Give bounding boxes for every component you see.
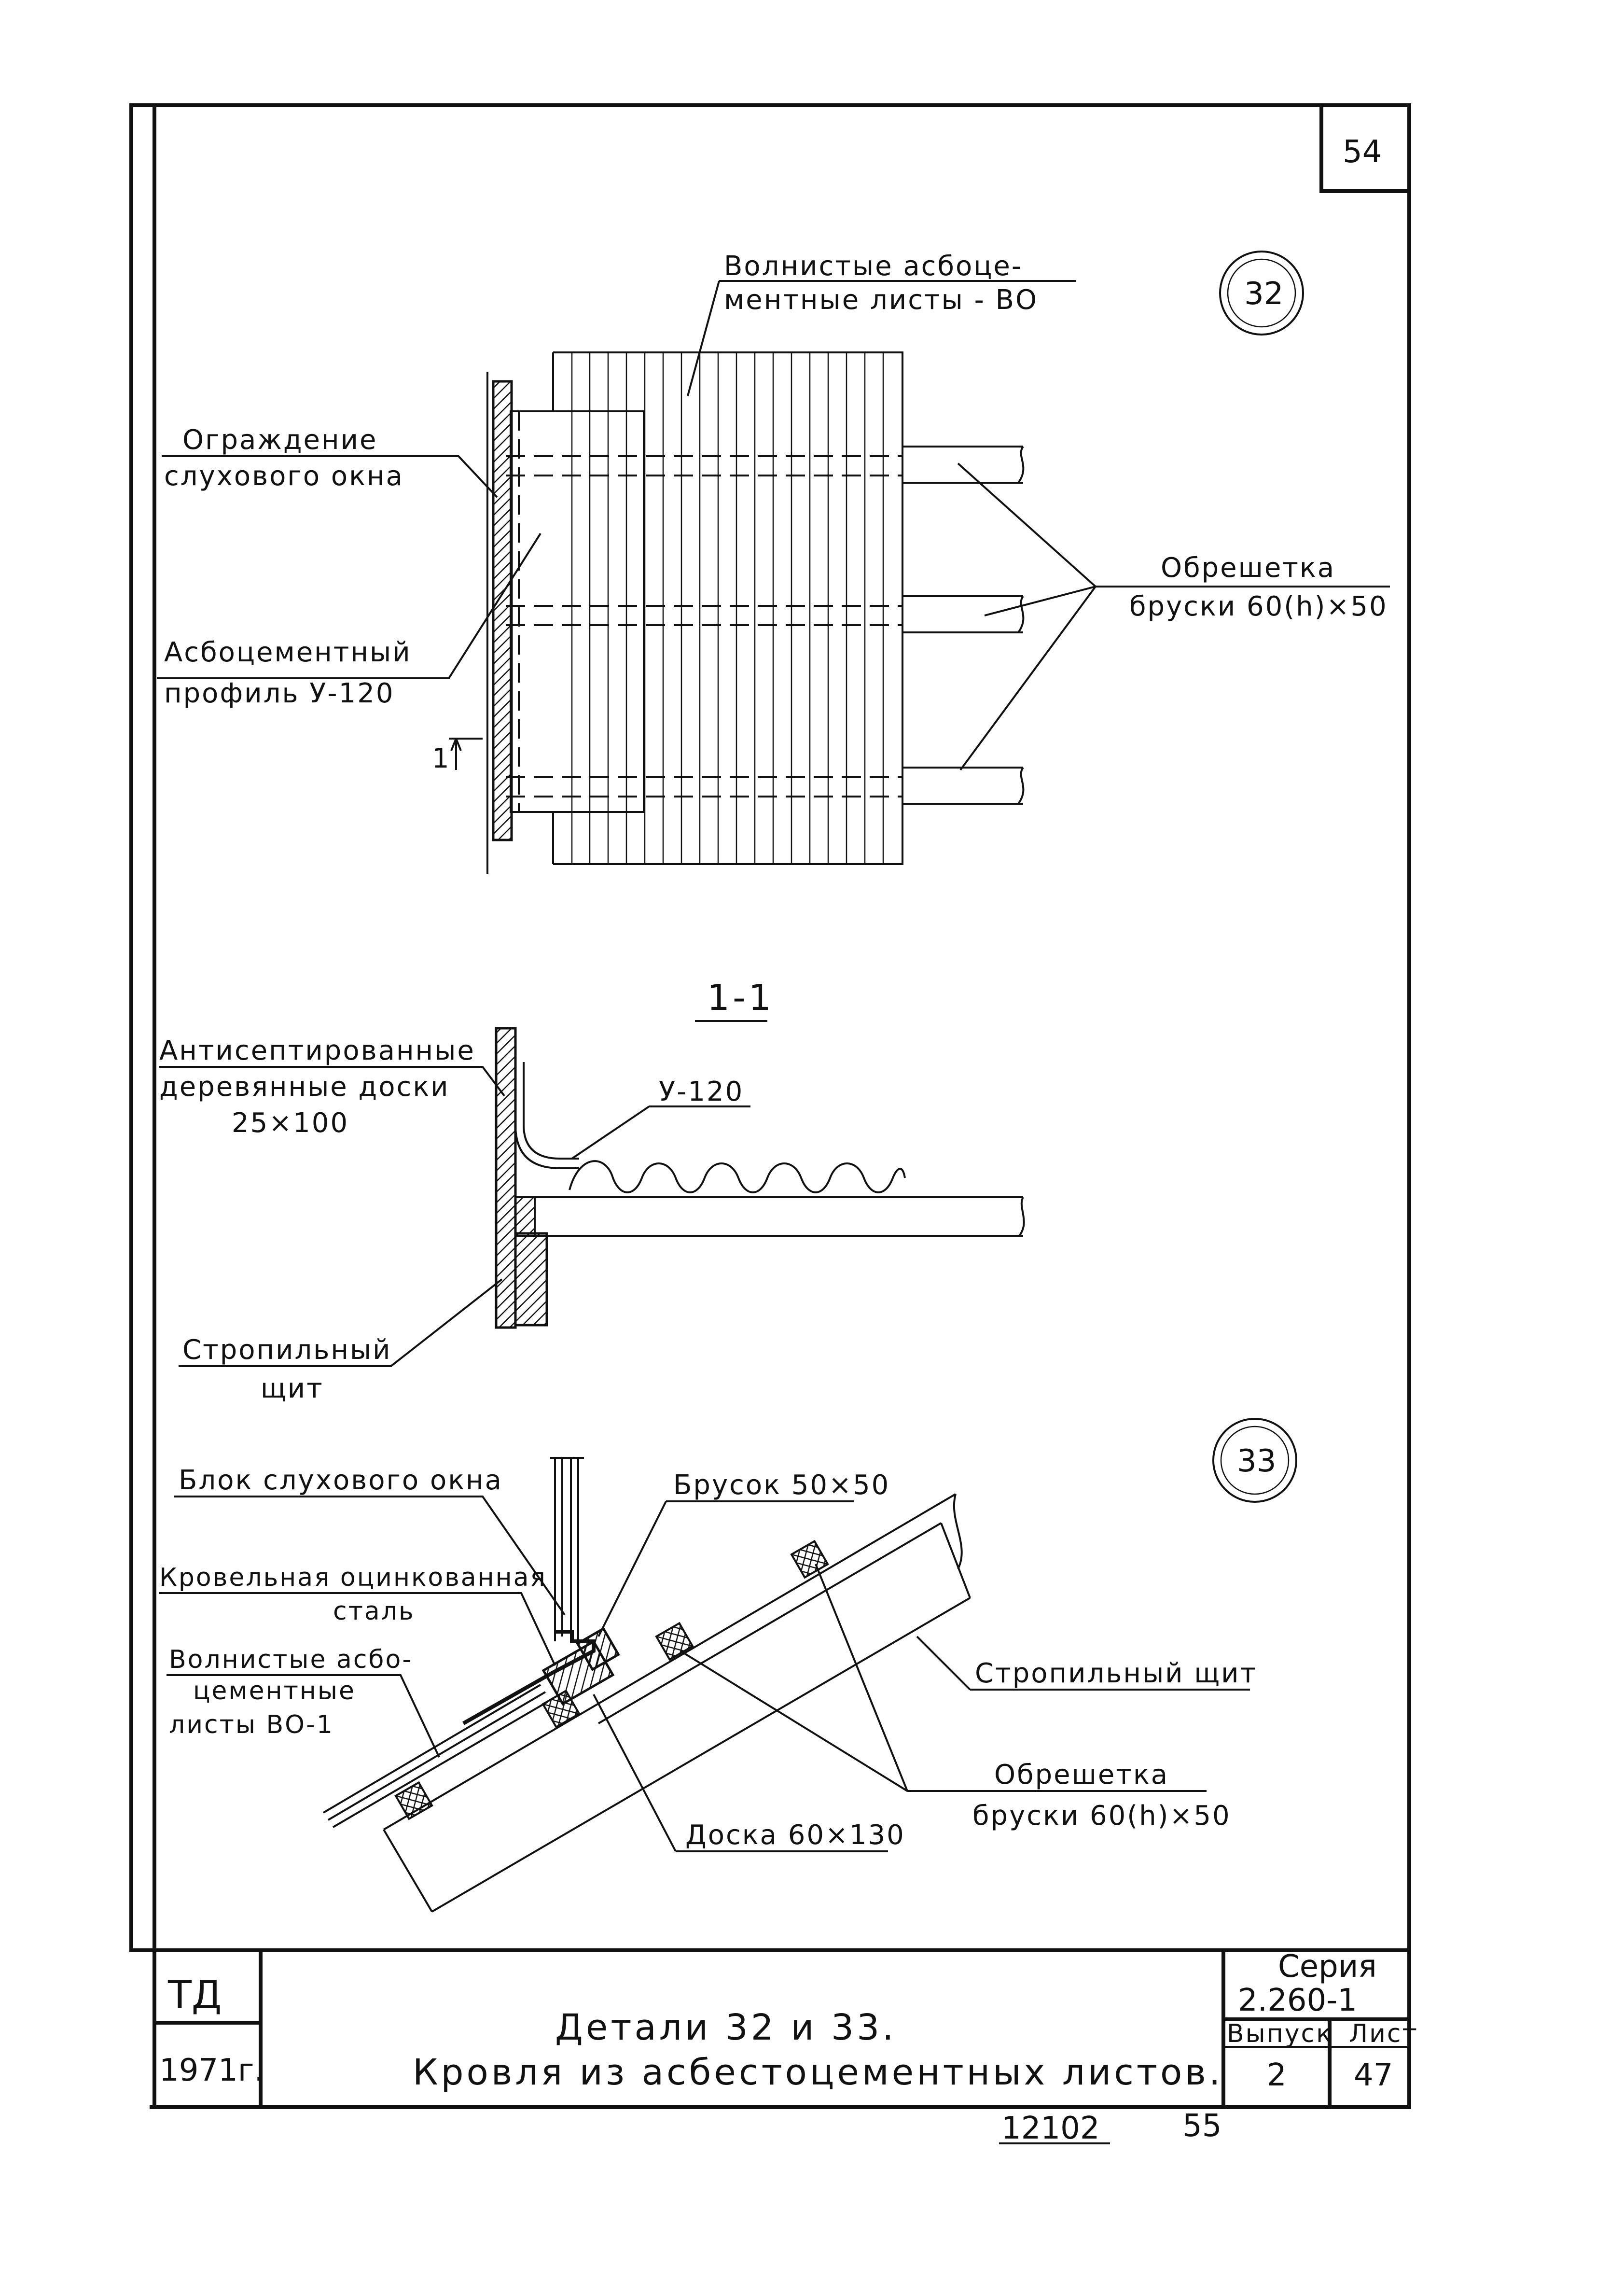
- antiseptic-boards: [495, 1027, 517, 1329]
- svg-text:Обрешетка: Обрешетка: [1161, 552, 1335, 584]
- svg-text:бруски 60(h)×50: бруски 60(h)×50: [972, 1800, 1231, 1832]
- corrugated-sheets-plan: [552, 351, 903, 865]
- label-profile-u120: Асбоцементный профиль У-120: [157, 532, 541, 709]
- section-mark-1: 1: [432, 738, 483, 774]
- svg-text:Стропильный щит: Стропильный щит: [975, 1658, 1257, 1689]
- footer-code: 12102: [1001, 2111, 1100, 2146]
- svg-text:бруски 60(h)×50: бруски 60(h)×50: [1129, 591, 1388, 622]
- title-line-2: Кровля из асбестоцементных листов.: [413, 2052, 1223, 2093]
- section-1-1: 1-1 Антисептированные деревянные доски 2…: [159, 977, 1025, 1404]
- battens-plan: [506, 446, 1025, 805]
- footer-page: 55: [1182, 2108, 1221, 2144]
- label-board-60x130: Доска 60×130: [593, 1694, 905, 1852]
- svg-text:деревянные доски: деревянные доски: [159, 1071, 450, 1103]
- svg-text:ментные листы - ВО: ментные листы - ВО: [724, 284, 1038, 316]
- section-mark-label: 1: [432, 743, 451, 774]
- svg-text:слухового окна: слухового окна: [164, 461, 404, 492]
- dormer-window-block: [550, 1457, 584, 1641]
- rafter-board: [514, 1232, 548, 1327]
- battens-slope: [394, 1539, 829, 1820]
- corrugated-sheet-section: [569, 1160, 906, 1193]
- svg-text:листы ВО-1: листы ВО-1: [169, 1710, 334, 1739]
- detail-33-number: 33: [1237, 1443, 1276, 1479]
- rafter-panel-slope: [383, 1493, 971, 1913]
- title-year: 1971г.: [159, 2053, 264, 2088]
- svg-text:щит: щит: [261, 1373, 324, 1404]
- svg-text:Брусок 50×50: Брусок 50×50: [673, 1469, 890, 1501]
- label-battens-33: Обрешетка бруски 60(h)×50: [680, 1564, 1231, 1832]
- svg-text:Асбоцементный: Асбоцементный: [164, 637, 412, 668]
- detail-32-number: 32: [1244, 276, 1283, 312]
- label-window-block: Блок слухового окна: [174, 1465, 566, 1616]
- label-corrugated-sheets-33: Волнистые асбо- цементные листы ВО-1: [167, 1645, 440, 1758]
- issue-label: Выпуск: [1227, 2019, 1333, 2048]
- svg-text:Антисептированные: Антисептированные: [159, 1035, 475, 1066]
- label-corrugated-sheets: Волнистые асбоце- ментные листы - ВО: [687, 251, 1076, 396]
- detail-33-marker: 33: [1212, 1418, 1297, 1503]
- svg-text:25×100: 25×100: [232, 1107, 349, 1139]
- title-line-1: Детали 32 и 33.: [555, 2007, 897, 2048]
- title-block: ТД 1971г. Детали 32 и 33. Кровля из асбе…: [150, 1949, 1418, 2109]
- svg-text:Стропильный: Стропильный: [182, 1334, 392, 1366]
- profile-u120-section: [514, 1062, 579, 1169]
- corrugated-sheets-slope: [322, 1684, 549, 1828]
- profile-u120-plan: [510, 410, 645, 813]
- label-rafter-panel-section: Стропильный щит: [179, 1278, 503, 1404]
- label-antiseptic-boards: Антисептированные деревянные доски 25×10…: [159, 1035, 505, 1139]
- label-rafter-panel-33: Стропильный щит: [916, 1636, 1257, 1691]
- section-1-1-title: 1-1: [707, 977, 774, 1019]
- detail-32-marker: 32: [1219, 251, 1304, 336]
- svg-text:Волнистые асбоце-: Волнистые асбоце-: [724, 251, 1023, 282]
- svg-text:У-120: У-120: [659, 1076, 744, 1107]
- label-galvanized-steel: Кровельная оцинкованная сталь: [159, 1563, 556, 1666]
- label-u120-section: У-120: [571, 1076, 750, 1160]
- label-battens-32: Обрешетка бруски 60(h)×50: [957, 462, 1390, 771]
- detail-33: 33: [159, 1418, 1297, 1913]
- series-value: 2.260-1: [1238, 1983, 1357, 2018]
- svg-text:Доска 60×130: Доска 60×130: [685, 1819, 905, 1851]
- sheet-label: Лист: [1349, 2019, 1418, 2048]
- series-label: Серия: [1278, 1949, 1377, 1985]
- svg-text:Блок слухового окна: Блок слухового окна: [179, 1465, 503, 1496]
- sheet-number: 54: [1343, 134, 1382, 170]
- svg-text:цементные: цементные: [193, 1677, 356, 1706]
- label-bar-50x50: Брусок 50×50: [597, 1469, 890, 1637]
- sheet-number-box: 54: [1319, 103, 1411, 193]
- detail-32: 32: [157, 251, 1390, 874]
- svg-text:профиль У-120: профиль У-120: [164, 678, 395, 709]
- svg-text:Обрешетка: Обрешетка: [994, 1759, 1169, 1790]
- title-org: ТД: [167, 1972, 222, 2017]
- dormer-fence-plan: [486, 372, 513, 874]
- svg-text:Ограждение: Ограждение: [182, 424, 377, 456]
- svg-text:Волнистые асбо-: Волнистые асбо-: [169, 1645, 413, 1674]
- svg-text:сталь: сталь: [333, 1597, 415, 1626]
- sheet-value: 47: [1354, 2057, 1393, 2093]
- svg-text:Кровельная оцинкованная: Кровельная оцинкованная: [159, 1563, 547, 1592]
- issue-value: 2: [1267, 2057, 1287, 2093]
- footer: 12102 55: [999, 2108, 1221, 2146]
- rafter-panel-section: [514, 1196, 1025, 1237]
- galvanized-steel: [462, 1630, 596, 1725]
- label-dormer-fence: Ограждение слухового окна: [162, 424, 498, 498]
